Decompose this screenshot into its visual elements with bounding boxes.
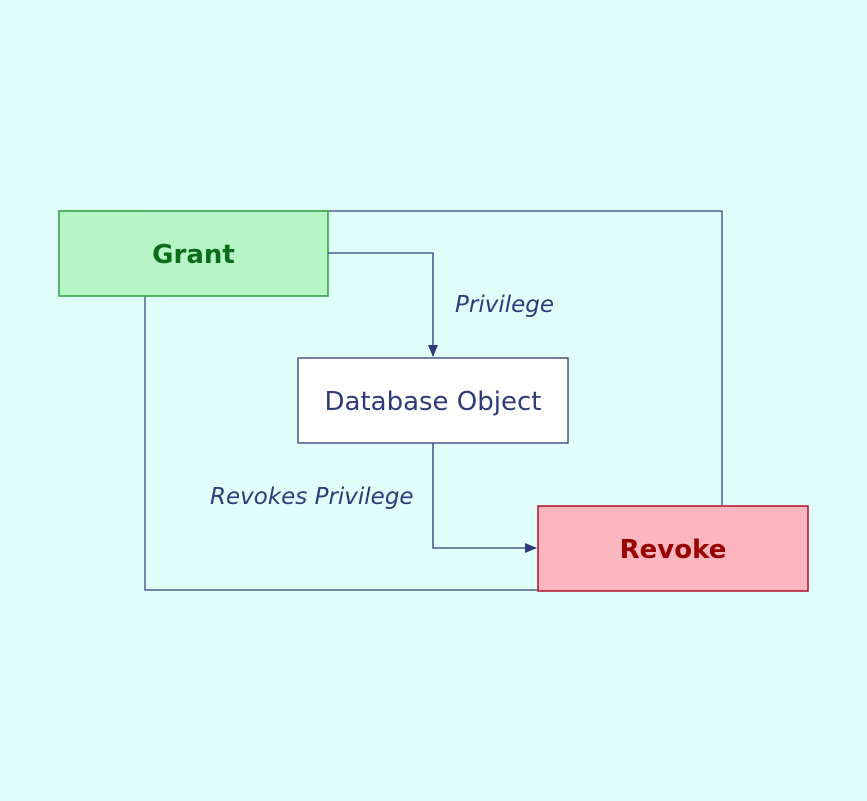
revoke-node[interactable]: Revoke xyxy=(537,505,809,592)
grant-box xyxy=(58,210,329,297)
grant-label: Grant xyxy=(152,240,235,270)
database-object-node[interactable]: Database Object xyxy=(297,357,569,444)
revokes-privilege-edge-label: Revokes Privilege xyxy=(210,484,414,510)
privilege-edge-label: Privilege xyxy=(455,292,554,318)
grant-node[interactable]: Grant xyxy=(58,210,329,297)
revoke-label: Revoke xyxy=(620,535,727,565)
revokes-privilege-arrow xyxy=(432,443,537,553)
privilege-arrow xyxy=(328,252,438,357)
revoke-box xyxy=(537,505,809,592)
outer-boundary xyxy=(144,210,723,591)
database-object-box xyxy=(297,357,569,444)
database-object-label: Database Object xyxy=(324,387,541,417)
